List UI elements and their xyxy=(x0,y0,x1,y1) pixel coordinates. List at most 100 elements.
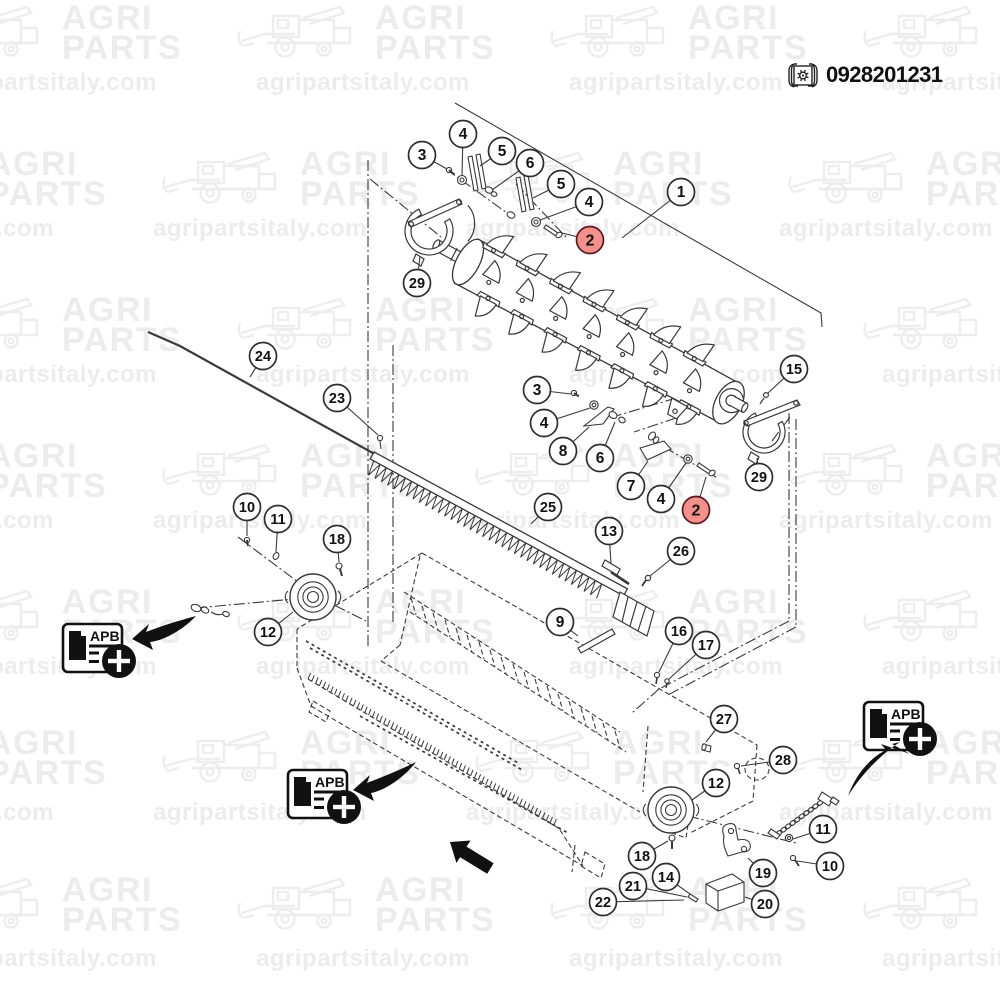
svg-text:18: 18 xyxy=(329,532,345,548)
svg-text:AGRI: AGRI xyxy=(375,291,466,329)
svg-text:agripartsitaly.com: agripartsitaly.com xyxy=(0,215,54,242)
svg-text:AGRI: AGRI xyxy=(926,724,1000,762)
svg-text:2: 2 xyxy=(692,503,701,520)
svg-text:1: 1 xyxy=(677,184,686,201)
svg-text:PARTS: PARTS xyxy=(926,175,1000,213)
svg-text:10: 10 xyxy=(239,500,255,516)
svg-text:agripartsitaly.com: agripartsitaly.com xyxy=(0,69,157,96)
svg-text:AGRI: AGRI xyxy=(62,0,153,37)
svg-text:PARTS: PARTS xyxy=(62,321,182,359)
svg-text:PARTS: PARTS xyxy=(0,175,107,213)
svg-text:AGRI: AGRI xyxy=(926,437,1000,475)
svg-text:agripartsitaly.com: agripartsitaly.com xyxy=(569,69,783,96)
svg-text:24: 24 xyxy=(255,349,271,365)
svg-text:APB: APB xyxy=(891,706,921,722)
svg-text:APB: APB xyxy=(90,628,120,644)
svg-text:10: 10 xyxy=(822,859,838,875)
svg-text:PARTS: PARTS xyxy=(375,901,495,939)
svg-text:PARTS: PARTS xyxy=(0,754,107,792)
svg-text:12: 12 xyxy=(260,625,276,641)
svg-text:22: 22 xyxy=(595,895,611,911)
svg-text:agripartsitaly.com: agripartsitaly.com xyxy=(256,69,470,96)
svg-text:8: 8 xyxy=(559,443,568,460)
svg-text:26: 26 xyxy=(673,544,689,560)
svg-text:PARTS: PARTS xyxy=(375,29,495,67)
svg-text:PARTS: PARTS xyxy=(0,467,107,505)
svg-text:PARTS: PARTS xyxy=(375,321,495,359)
svg-text:21: 21 xyxy=(625,879,641,895)
svg-text:25: 25 xyxy=(540,500,556,516)
svg-text:4: 4 xyxy=(585,194,594,211)
svg-text:agripartsitaly.com: agripartsitaly.com xyxy=(0,799,54,826)
svg-text:AGRI: AGRI xyxy=(0,724,78,762)
svg-text:agripartsitaly.com: agripartsitaly.com xyxy=(0,361,157,388)
svg-text:agripartsitaly.com: agripartsitaly.com xyxy=(153,215,367,242)
svg-text:28: 28 xyxy=(775,753,791,769)
svg-text:0928201231: 0928201231 xyxy=(826,62,943,87)
svg-text:2: 2 xyxy=(586,233,595,250)
svg-text:AGRI: AGRI xyxy=(0,437,78,475)
svg-text:agripartsitaly.com: agripartsitaly.com xyxy=(882,653,1000,680)
svg-text:PARTS: PARTS xyxy=(62,901,182,939)
svg-text:AGRI: AGRI xyxy=(688,291,779,329)
svg-text:agripartsitaly.com: agripartsitaly.com xyxy=(882,945,1000,972)
svg-text:PARTS: PARTS xyxy=(62,29,182,67)
svg-text:4: 4 xyxy=(459,126,468,143)
svg-text:16: 16 xyxy=(671,624,687,640)
svg-text:17: 17 xyxy=(698,638,714,654)
svg-text:6: 6 xyxy=(596,450,605,467)
svg-text:4: 4 xyxy=(657,491,666,508)
svg-text:AGRI: AGRI xyxy=(62,291,153,329)
svg-text:27: 27 xyxy=(716,712,732,728)
svg-text:15: 15 xyxy=(786,362,802,378)
svg-text:AGRI: AGRI xyxy=(613,145,704,183)
svg-text:PARTS: PARTS xyxy=(926,754,1000,792)
svg-text:AGRI: AGRI xyxy=(613,724,704,762)
svg-text:APB: APB xyxy=(315,774,345,790)
svg-text:PARTS: PARTS xyxy=(688,901,808,939)
svg-text:3: 3 xyxy=(533,382,542,399)
svg-text:29: 29 xyxy=(409,276,425,292)
svg-text:29: 29 xyxy=(751,470,767,486)
svg-text:11: 11 xyxy=(815,822,830,838)
svg-text:AGRI: AGRI xyxy=(375,0,466,37)
svg-text:agripartsitaly.com: agripartsitaly.com xyxy=(779,507,993,534)
svg-text:agripartsitaly.com: agripartsitaly.com xyxy=(0,945,157,972)
svg-text:agripartsitaly.com: agripartsitaly.com xyxy=(256,945,470,972)
svg-text:5: 5 xyxy=(498,143,507,160)
svg-text:AGRI: AGRI xyxy=(300,145,391,183)
svg-text:9: 9 xyxy=(556,614,565,631)
svg-text:agripartsitaly.com: agripartsitaly.com xyxy=(0,507,54,534)
svg-text:14: 14 xyxy=(658,870,674,886)
svg-text:agripartsitaly.com: agripartsitaly.com xyxy=(779,215,993,242)
svg-text:AGRI: AGRI xyxy=(926,145,1000,183)
svg-text:23: 23 xyxy=(329,391,345,407)
svg-text:12: 12 xyxy=(708,776,724,792)
svg-text:7: 7 xyxy=(627,478,636,495)
svg-text:agripartsitaly.com: agripartsitaly.com xyxy=(256,653,470,680)
svg-text:11: 11 xyxy=(270,512,285,528)
svg-text:PARTS: PARTS xyxy=(688,29,808,67)
svg-text:AGRI: AGRI xyxy=(62,583,153,621)
svg-text:AGRI: AGRI xyxy=(688,583,779,621)
svg-text:agripartsitaly.com: agripartsitaly.com xyxy=(882,69,1000,96)
svg-text:agripartsitaly.com: agripartsitaly.com xyxy=(569,653,783,680)
svg-text:13: 13 xyxy=(601,524,617,540)
svg-text:3: 3 xyxy=(418,147,427,164)
svg-text:20: 20 xyxy=(757,897,773,913)
svg-text:agripartsitaly.com: agripartsitaly.com xyxy=(256,361,470,388)
svg-text:PARTS: PARTS xyxy=(375,613,495,651)
svg-text:AGRI: AGRI xyxy=(62,871,153,909)
svg-text:5: 5 xyxy=(557,176,566,193)
svg-text:PARTS: PARTS xyxy=(300,175,420,213)
svg-text:PARTS: PARTS xyxy=(926,467,1000,505)
svg-text:agripartsitaly.com: agripartsitaly.com xyxy=(882,361,1000,388)
svg-text:18: 18 xyxy=(634,849,650,865)
svg-text:AGRI: AGRI xyxy=(375,871,466,909)
svg-text:19: 19 xyxy=(755,866,771,882)
svg-text:AGRI: AGRI xyxy=(688,0,779,37)
svg-text:AGRI: AGRI xyxy=(0,145,78,183)
svg-text:4: 4 xyxy=(540,415,549,432)
svg-text:agripartsitaly.com: agripartsitaly.com xyxy=(569,945,783,972)
svg-text:6: 6 xyxy=(526,155,535,172)
